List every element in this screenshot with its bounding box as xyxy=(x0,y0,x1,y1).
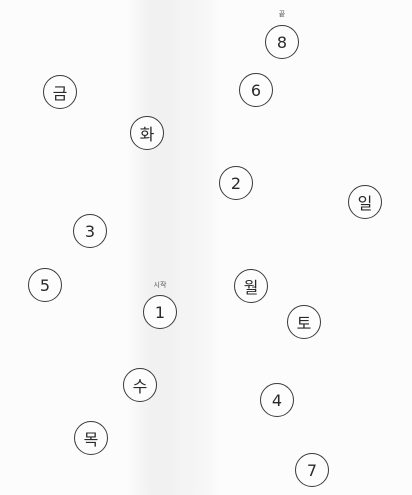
node-mok[interactable]: 목 xyxy=(74,421,108,455)
shaded-column-faint xyxy=(170,0,220,495)
node-6[interactable]: 6 xyxy=(239,73,273,107)
node-su[interactable]: 수 xyxy=(123,368,157,402)
node-il[interactable]: 일 xyxy=(348,185,382,219)
node-5[interactable]: 5 xyxy=(28,268,62,302)
node-1[interactable]: 1 xyxy=(143,295,177,329)
start-caption: 시작 xyxy=(153,281,167,289)
node-to[interactable]: 토 xyxy=(287,305,321,339)
node-2[interactable]: 2 xyxy=(219,166,253,200)
node-3[interactable]: 3 xyxy=(73,214,107,248)
node-4[interactable]: 4 xyxy=(260,383,294,417)
node-7[interactable]: 7 xyxy=(295,453,329,487)
node-hwa[interactable]: 화 xyxy=(130,116,164,150)
node-geum[interactable]: 금 xyxy=(43,75,77,109)
end-caption: 끝 xyxy=(278,10,286,18)
node-wol[interactable]: 월 xyxy=(234,269,268,303)
node-8[interactable]: 8 xyxy=(265,25,299,59)
